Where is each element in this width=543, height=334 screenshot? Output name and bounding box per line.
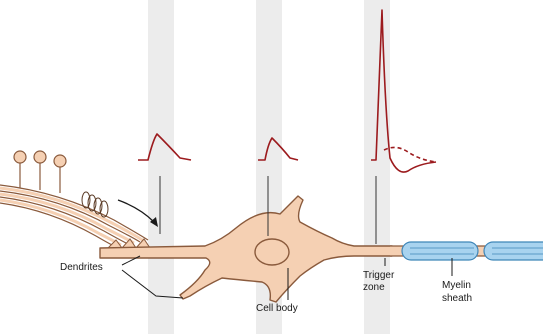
synaptic-terminals-top (14, 151, 66, 193)
trace-trigger-subthreshold (384, 147, 436, 162)
potential-traces (138, 10, 436, 172)
presynaptic-axons (0, 185, 148, 246)
presynaptic-axons-fill (0, 188, 144, 245)
label-trigger-zone-1: Trigger (363, 270, 395, 281)
label-myelin-1: Myelin (442, 280, 471, 291)
myelin-sheath (402, 242, 543, 260)
label-trigger-zone-2: zone (363, 282, 385, 293)
recording-band-1 (148, 0, 174, 334)
label-cell-body: Cell body (256, 303, 298, 314)
nucleus (255, 239, 289, 265)
label-myelin-2: sheath (442, 293, 472, 304)
electrode-lines (160, 176, 376, 244)
label-dendrites: Dendrites (60, 262, 103, 273)
